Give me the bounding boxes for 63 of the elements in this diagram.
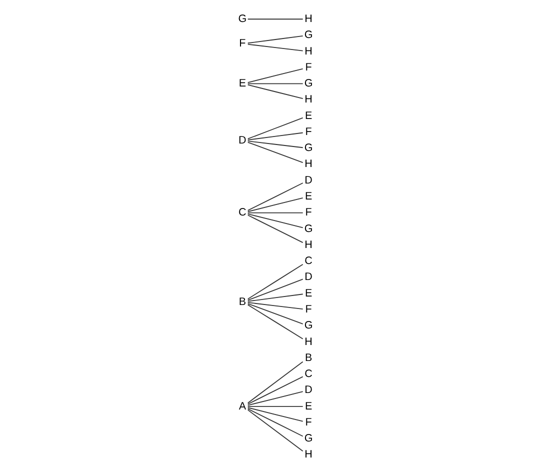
node-text: D xyxy=(238,134,246,146)
connector xyxy=(246,406,303,407)
connector xyxy=(246,212,303,214)
node-text: F xyxy=(304,61,312,74)
connector xyxy=(246,408,303,437)
connector xyxy=(246,182,303,211)
connector xyxy=(246,302,303,310)
connector xyxy=(246,409,303,452)
node-text: H xyxy=(304,45,312,58)
connector xyxy=(246,132,303,140)
connector xyxy=(246,407,303,422)
node-text: C xyxy=(238,206,246,219)
connector xyxy=(246,361,303,404)
node-text: F xyxy=(304,206,312,219)
node-text: H xyxy=(304,12,312,25)
connector xyxy=(246,304,303,340)
connector xyxy=(246,391,303,406)
node-text: E xyxy=(304,190,312,202)
node-text: H xyxy=(304,336,312,348)
connector xyxy=(246,140,303,148)
node-text: G xyxy=(304,432,312,445)
node-text: D xyxy=(304,174,312,186)
connector xyxy=(246,83,303,84)
node-text: E xyxy=(304,287,312,300)
node-text: G xyxy=(238,12,246,25)
node-text: A xyxy=(238,400,246,412)
node-text: H xyxy=(304,158,312,170)
connector xyxy=(246,278,303,301)
node-text: D xyxy=(304,271,312,284)
node-text: G xyxy=(304,222,312,235)
connector xyxy=(246,197,303,212)
connector xyxy=(246,18,303,20)
connector xyxy=(246,142,303,163)
node-text: E xyxy=(304,400,312,412)
node-text: C xyxy=(304,255,312,268)
node-text: G xyxy=(304,320,312,332)
connector xyxy=(246,68,303,83)
node-text: F xyxy=(304,303,312,316)
connector xyxy=(246,44,303,52)
connector xyxy=(246,294,303,302)
connector xyxy=(246,303,303,324)
node-text: F xyxy=(304,126,312,138)
node-text: H xyxy=(304,238,312,251)
node-text: G xyxy=(304,29,312,42)
connector xyxy=(246,84,303,100)
connector xyxy=(246,264,303,300)
node-text: G xyxy=(304,78,312,90)
node-text: B xyxy=(304,352,312,364)
node-text: B xyxy=(238,296,246,308)
connector xyxy=(246,213,303,228)
node-text: D xyxy=(304,384,312,396)
connector xyxy=(246,35,303,44)
connector xyxy=(246,214,303,244)
node-text: E xyxy=(238,78,246,90)
node-text: E xyxy=(304,110,312,122)
connector xyxy=(246,376,303,405)
node-text: H xyxy=(304,94,312,106)
connector xyxy=(246,117,303,140)
node-text: H xyxy=(304,448,312,461)
node-text: C xyxy=(304,368,312,380)
node-text: F xyxy=(238,38,246,50)
node-text: G xyxy=(304,142,312,154)
node-text: F xyxy=(304,416,312,428)
